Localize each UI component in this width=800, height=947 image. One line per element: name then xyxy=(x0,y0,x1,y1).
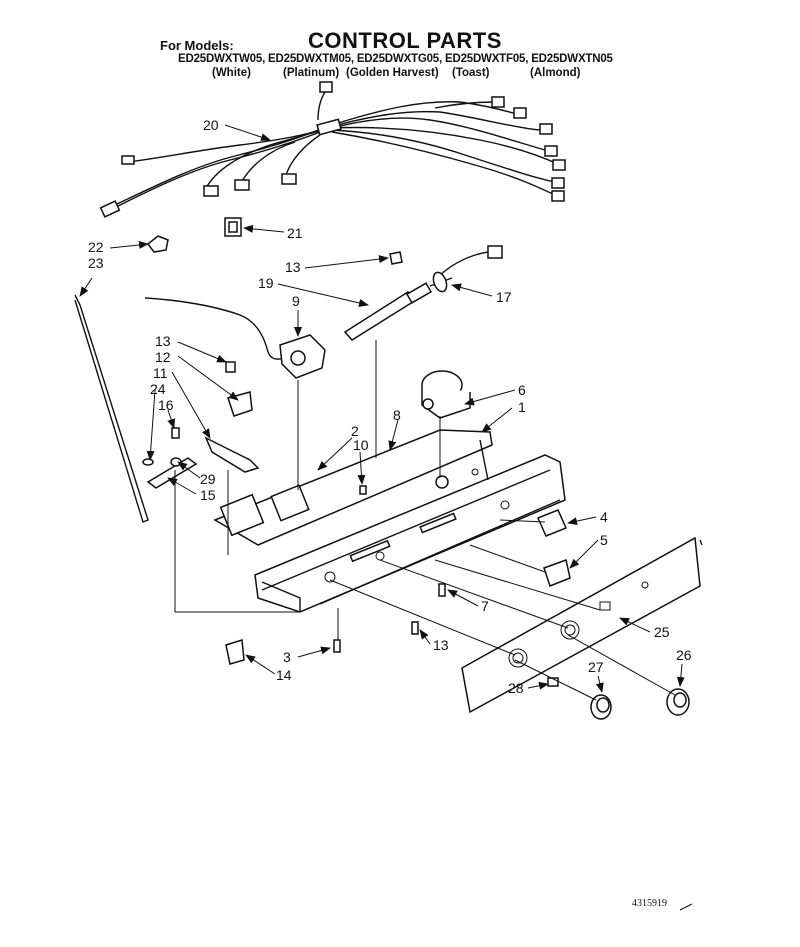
lower-small-parts xyxy=(225,621,690,720)
callout-9: 9 xyxy=(292,293,300,309)
callout-3: 3 xyxy=(283,649,291,665)
callout-22: 22 xyxy=(88,239,104,255)
callout-14: 14 xyxy=(276,667,292,683)
callout-16: 16 xyxy=(158,397,174,413)
switch-parts xyxy=(438,509,571,597)
callout-5: 5 xyxy=(600,532,608,548)
callout-10: 10 xyxy=(353,437,369,453)
wiring-harness xyxy=(99,81,566,218)
callout-24: 24 xyxy=(150,381,166,397)
callout-17: 17 xyxy=(496,289,512,305)
corner-mark xyxy=(679,903,693,911)
model-color-golden-harvest: (Golden Harvest) xyxy=(346,67,439,79)
control-housing xyxy=(213,429,566,613)
callout-28: 28 xyxy=(508,680,524,696)
callout-25: 25 xyxy=(654,624,670,640)
front-panel xyxy=(461,536,703,714)
model-color-almond: (Almond) xyxy=(530,67,581,79)
callout-7: 7 xyxy=(481,598,489,614)
callout-12: 12 xyxy=(155,349,171,365)
model-numbers: ED25DWXTW05, ED25DWXTM05, ED25DWXTG05, E… xyxy=(178,53,613,65)
callout-26: 26 xyxy=(676,647,692,663)
callout-19: 19 xyxy=(258,275,274,291)
model-color-toast: (Toast) xyxy=(452,67,490,79)
leader-arrows xyxy=(79,124,685,693)
callout-4: 4 xyxy=(600,509,608,525)
document-number: 4315919 xyxy=(632,898,667,909)
callout-11: 11 xyxy=(153,365,168,381)
page-title: CONTROL PARTS xyxy=(308,28,502,53)
callout-8: 8 xyxy=(393,407,401,423)
callout-15: 15 xyxy=(200,487,216,503)
model-color-platinum: (Platinum) xyxy=(283,67,340,79)
callout-21: 21 xyxy=(287,225,303,241)
for-models-label: For Models: xyxy=(160,38,234,53)
callout-20: 20 xyxy=(203,117,219,133)
callout-23: 23 xyxy=(88,255,104,271)
model-color-white: (White) xyxy=(212,67,251,79)
alignment-lines xyxy=(174,340,676,701)
callout-29: 29 xyxy=(200,471,216,487)
callout-13-low: 13 xyxy=(433,637,449,653)
upper-small-parts xyxy=(74,217,503,523)
callout-2: 2 xyxy=(351,423,359,439)
callout-27: 27 xyxy=(588,659,604,675)
callout-13-top: 13 xyxy=(285,259,301,275)
callout-1: 1 xyxy=(518,399,526,415)
callout-6: 6 xyxy=(518,382,526,398)
callout-13-mid: 13 xyxy=(155,333,171,349)
callout-labels: 20 21 22 23 13 19 17 9 13 12 11 24 16 6 … xyxy=(88,117,692,696)
